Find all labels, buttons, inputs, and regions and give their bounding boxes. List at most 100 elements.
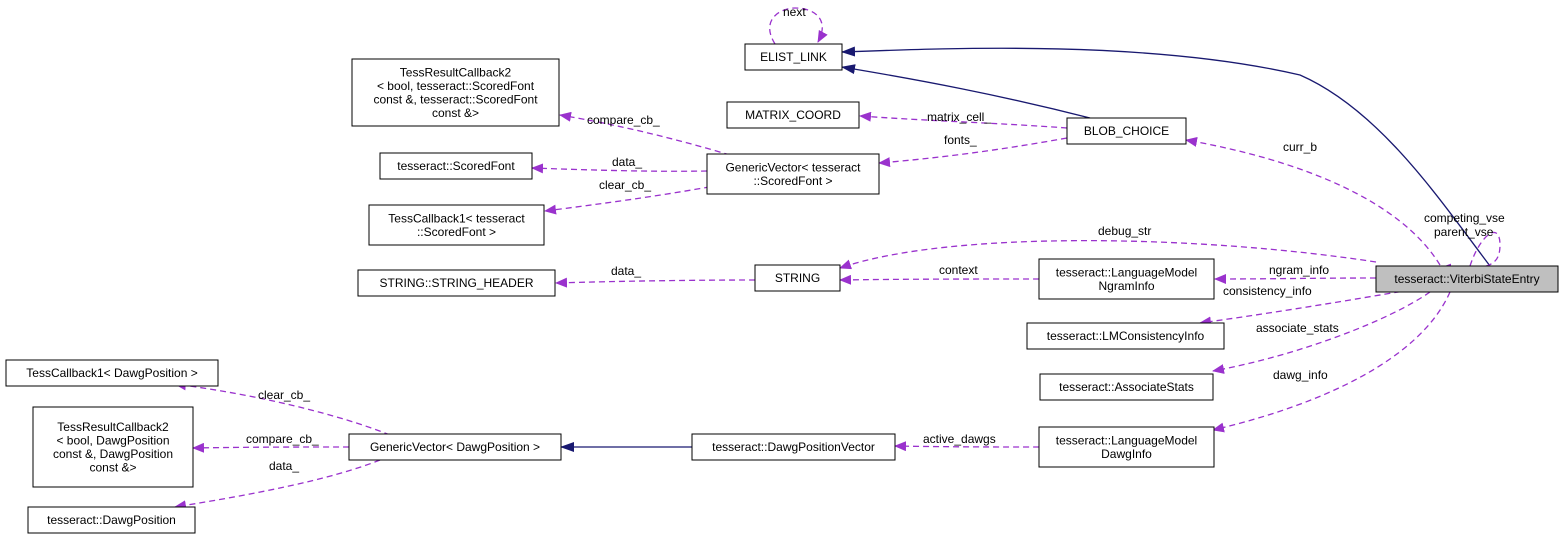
edge-label-clear-cb-top: clear_cb_ <box>599 178 651 192</box>
node-label-line: tesseract::DawgPosition <box>47 513 176 527</box>
node-generic-vector-dawgposition[interactable]: GenericVector< DawgPosition > <box>348 433 562 461</box>
edge-label-fonts: fonts_ <box>944 133 977 147</box>
edge-competing-parent-vse-self <box>1439 232 1501 274</box>
node-label-line: const &, DawgPosition <box>53 447 173 461</box>
node-tess-result-callback2-scoredfont[interactable]: TessResultCallback2< bool, tesseract::Sc… <box>351 58 560 127</box>
node-label-line: < bool, DawgPosition <box>56 433 169 447</box>
node-label-line: tesseract::ScoredFont <box>397 159 515 173</box>
edge-label-consistency-info: consistency_info <box>1223 284 1312 298</box>
edge-label-parent-vse: parent_vse <box>1434 225 1494 239</box>
inheritance-edges <box>560 46 1491 452</box>
node-label-line: GenericVector< tesseract <box>725 160 861 174</box>
node-label-line: TessResultCallback2 <box>400 65 512 79</box>
edge-label-context: context <box>939 263 978 277</box>
edge-label-active-dawgs: active_dawgs <box>923 432 996 446</box>
edge-associate-stats <box>1212 291 1431 374</box>
edge-active-dawgs <box>894 441 1040 452</box>
node-box <box>691 433 896 461</box>
node-label-line: ::ScoredFont > <box>753 174 832 188</box>
node-string[interactable]: STRING <box>754 264 841 292</box>
edge-fonts <box>878 137 1068 168</box>
edge-label-competing-vse: competing_vse <box>1424 211 1505 225</box>
edge-label-dawg-info: dawg_info <box>1273 368 1328 382</box>
node-label-line: < bool, tesseract::ScoredFont <box>377 79 535 93</box>
edge-data-string <box>555 277 756 288</box>
edge-labels: next matrix_cell_ compare_cb_ fonts_ dat… <box>246 5 1505 473</box>
member-edges <box>174 7 1501 511</box>
node-box <box>357 269 556 297</box>
node-box <box>32 406 194 488</box>
node-label-line: BLOB_CHOICE <box>1084 124 1169 138</box>
node-label-line: GenericVector< DawgPosition > <box>370 440 540 454</box>
node-label-line: tesseract::AssociateStats <box>1059 380 1194 394</box>
node-string-header[interactable]: STRING::STRING_HEADER <box>357 269 556 297</box>
node-tess-callback1-dawgposition[interactable]: TessCallback1< DawgPosition > <box>5 359 219 387</box>
node-box <box>368 204 545 246</box>
node-label-line: const &, tesseract::ScoredFont <box>373 92 538 106</box>
edge-curr-b <box>1185 136 1441 266</box>
node-tess-callback1-scoredfont[interactable]: TessCallback1< tesseract::ScoredFont > <box>368 204 545 246</box>
node-viterbi-state-entry[interactable]: tesseract::ViterbiStateEntry <box>1375 265 1559 293</box>
node-label-line: TessResultCallback2 <box>57 420 169 434</box>
node-label-line: ::ScoredFont > <box>417 225 496 239</box>
edge-label-next: next <box>783 5 806 19</box>
node-box <box>1038 258 1215 300</box>
edge-clear-cb-top <box>544 184 721 215</box>
edge-consistency-info <box>1199 289 1411 327</box>
edge-label-compare-cb-bottom: compare_cb_ <box>246 432 319 446</box>
node-associate-stats[interactable]: tesseract::AssociateStats <box>1039 373 1214 401</box>
edge-next-self <box>769 7 828 45</box>
node-blob-choice[interactable]: BLOB_CHOICE <box>1066 117 1187 145</box>
node-label-line: const &> <box>432 106 479 120</box>
node-box <box>1026 322 1225 350</box>
node-lm-consistency-info[interactable]: tesseract::LMConsistencyInfo <box>1026 322 1225 350</box>
node-scored-font[interactable]: tesseract::ScoredFont <box>379 152 533 180</box>
node-box <box>351 58 560 127</box>
node-box <box>1375 265 1559 293</box>
nodes: ELIST_LINK MATRIX_COORD BLOB_CHOICE Tess… <box>5 43 1559 534</box>
edge-compare-cb-bottom <box>192 442 350 453</box>
edge-compare-cb-top <box>559 111 731 156</box>
edge-dawg-info <box>1212 291 1451 433</box>
node-dawg-position-vector[interactable]: tesseract::DawgPositionVector <box>691 433 896 461</box>
node-label-line: STRING::STRING_HEADER <box>379 276 533 290</box>
node-label-line: NgramInfo <box>1098 279 1154 293</box>
node-label-line: tesseract::ViterbiStateEntry <box>1394 272 1539 286</box>
node-label-line: tesseract::LanguageModel <box>1056 433 1197 447</box>
node-box <box>27 506 196 534</box>
node-box <box>379 152 533 180</box>
node-tess-result-callback2-dawgposition[interactable]: TessResultCallback2< bool, DawgPositionc… <box>32 406 194 488</box>
edge-label-clear-cb-bottom: clear_cb_ <box>258 388 310 402</box>
node-label-line: tesseract::LanguageModel <box>1056 265 1197 279</box>
node-label-line: tesseract::DawgPositionVector <box>712 440 875 454</box>
node-box <box>754 264 841 292</box>
edge-data-dawg <box>174 459 381 511</box>
edge-label-debug-str: debug_str <box>1098 224 1151 238</box>
edge-label-data-scoredfont: data_ <box>612 155 642 169</box>
node-box <box>1039 373 1214 401</box>
node-label-line: STRING <box>775 271 820 285</box>
node-elist-link[interactable]: ELIST_LINK <box>744 43 843 71</box>
node-box <box>5 359 219 387</box>
node-label-line: ELIST_LINK <box>760 50 827 64</box>
edge-clear-cb-bottom <box>174 380 391 436</box>
edge-label-ngram-info: ngram_info <box>1269 263 1329 277</box>
node-label-line: MATRIX_COORD <box>745 108 841 122</box>
node-label-line: tesseract::LMConsistencyInfo <box>1047 329 1205 343</box>
node-dawg-position[interactable]: tesseract::DawgPosition <box>27 506 196 534</box>
node-box <box>1038 426 1215 468</box>
edge-blob-choice-to-elist-link <box>841 64 1091 119</box>
node-matrix-coord[interactable]: MATRIX_COORD <box>726 101 860 129</box>
edge-viterbi-to-elist-link <box>841 46 1491 267</box>
edge-context <box>839 274 1040 285</box>
node-box <box>1066 117 1187 145</box>
node-generic-vector-scoredfont[interactable]: GenericVector< tesseract::ScoredFont > <box>706 153 880 195</box>
edge-ngram-info <box>1214 273 1377 284</box>
node-box <box>348 433 562 461</box>
edge-label-associate-stats: associate_stats <box>1256 321 1339 335</box>
edge-data-scoredfont <box>531 163 708 174</box>
node-label-line: DawgInfo <box>1101 447 1152 461</box>
